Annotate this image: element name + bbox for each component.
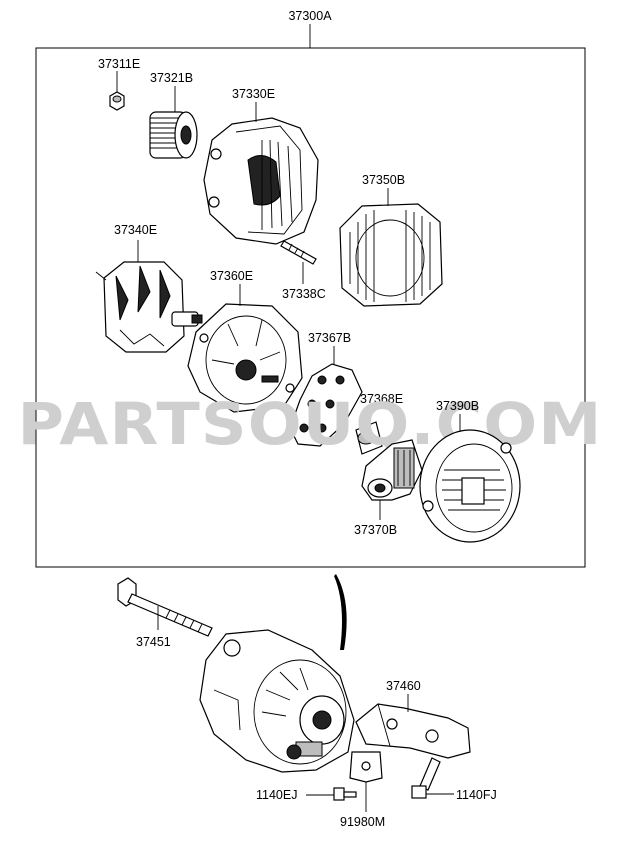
part-rear-cover-37390B[interactable] — [419, 414, 521, 543]
label-1140FJ[interactable]: 1140FJ — [456, 788, 497, 802]
label-37330E[interactable]: 37330E — [232, 87, 275, 101]
part-bolt-1140EJ[interactable] — [306, 787, 357, 801]
part-brush-37368E[interactable] — [355, 404, 383, 455]
label-37360E[interactable]: 37360E — [210, 269, 253, 283]
part-bolt-37451[interactable] — [117, 577, 213, 637]
label-37321B[interactable]: 37321B — [150, 71, 193, 85]
label-1140EJ[interactable]: 1140EJ — [256, 788, 297, 802]
part-front-housing-37330E[interactable] — [203, 102, 319, 245]
label-37460[interactable]: 37460 — [386, 679, 421, 693]
label-37311E[interactable]: 37311E — [98, 57, 140, 71]
label-37350B[interactable]: 37350B — [362, 173, 405, 187]
part-nut-37311E[interactable] — [109, 71, 125, 111]
label-37338C[interactable]: 37338C — [282, 287, 326, 301]
label-37367B[interactable]: 37367B — [308, 331, 351, 345]
part-rotor-37340E[interactable] — [95, 240, 203, 353]
part-pulley-37321B[interactable] — [149, 86, 198, 159]
label-37340E[interactable]: 37340E — [114, 223, 157, 237]
part-bolt-1140FJ[interactable] — [411, 757, 454, 799]
part-bracket-37460[interactable] — [355, 694, 471, 759]
part-regulator-37370B[interactable] — [361, 439, 423, 520]
label-37368E[interactable]: 37368E — [360, 392, 403, 406]
part-stud-37338C[interactable] — [280, 240, 317, 284]
label-37300A[interactable]: 37300A — [288, 9, 332, 23]
assembly-box — [35, 47, 586, 568]
watermark-text: PARTSOUQ.COM — [18, 390, 603, 458]
label-37370B[interactable]: 37370B — [354, 523, 397, 537]
part-plate-91980M[interactable] — [349, 751, 383, 812]
assembly-arrow — [334, 574, 347, 650]
label-91980M[interactable]: 91980M — [340, 815, 385, 829]
label-37390B[interactable]: 37390B — [436, 399, 479, 413]
part-rear-housing-37360E[interactable] — [187, 284, 303, 413]
part-stator-37350B[interactable] — [339, 188, 443, 307]
part-rectifier-37367B[interactable] — [289, 346, 363, 447]
part-alternator-assembly[interactable] — [199, 629, 355, 773]
label-37451[interactable]: 37451 — [136, 635, 171, 649]
